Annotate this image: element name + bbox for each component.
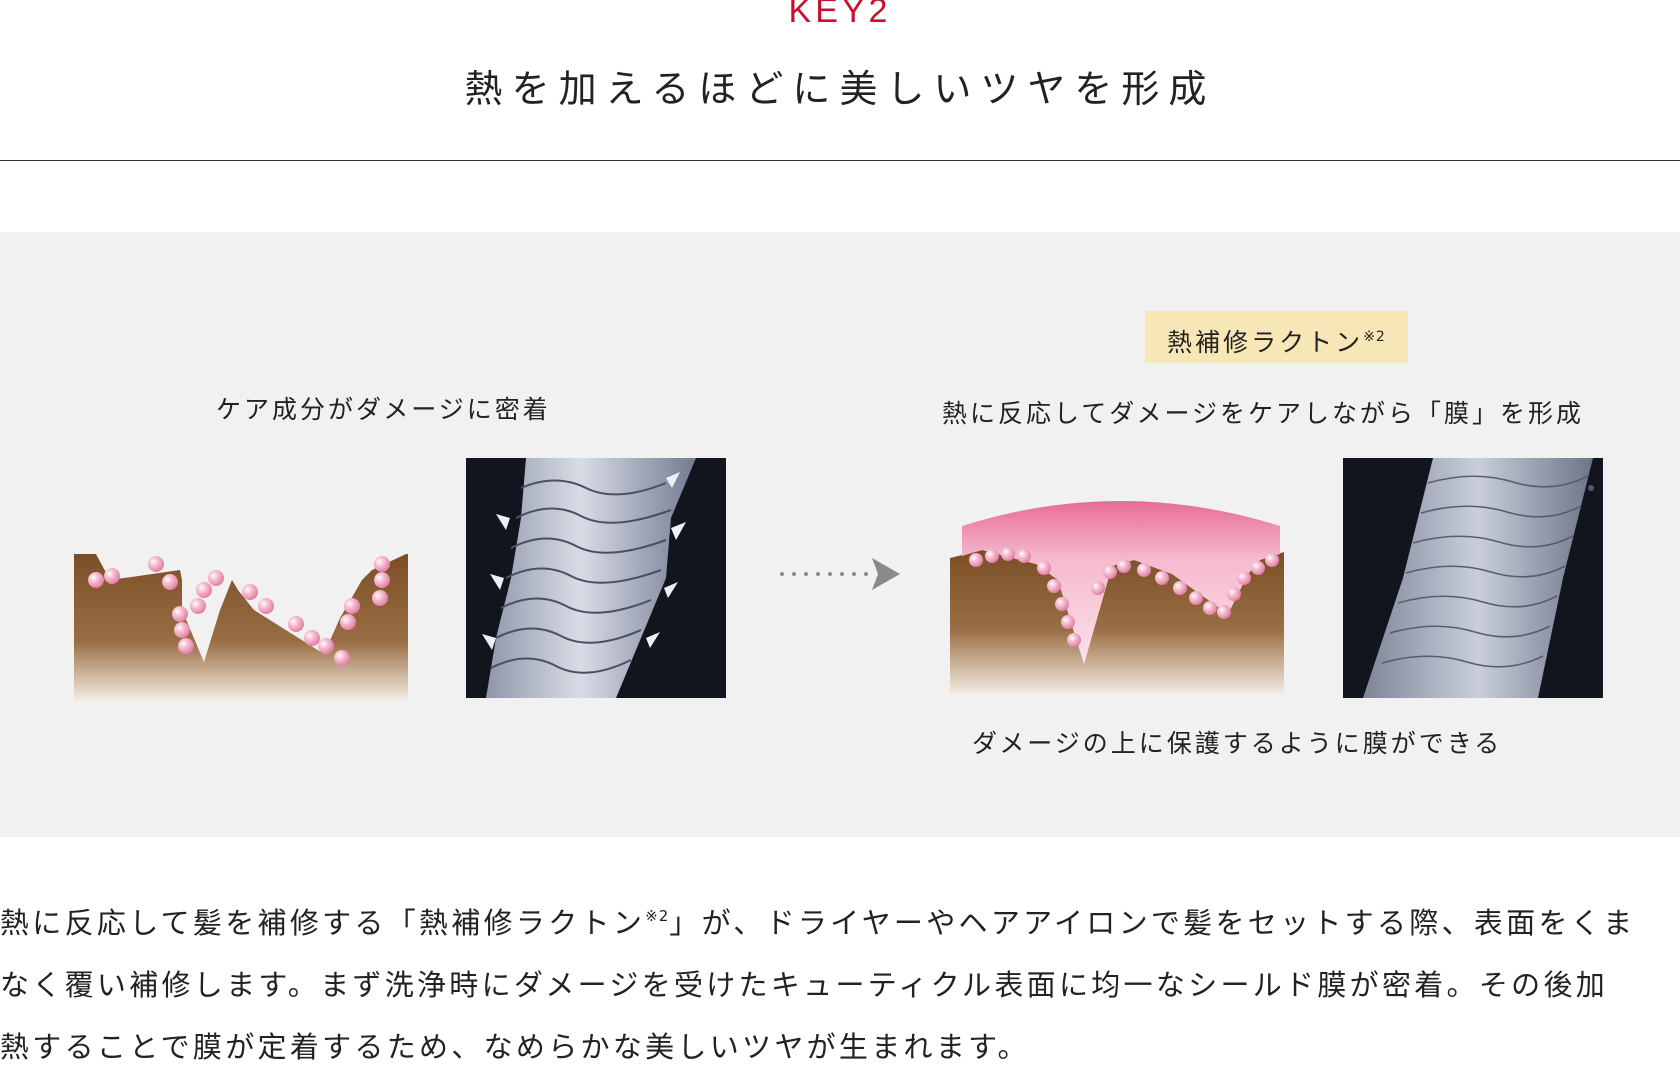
damaged-hair-photo <box>466 458 726 698</box>
body-line-2: なく覆い補修します。まず洗浄時にダメージを受けたキューティクル表面に均一なシール… <box>0 968 1609 1002</box>
protective-film-illustration <box>950 501 1284 694</box>
comparison-panel: ケア成分がダメージに密着 <box>0 232 1680 837</box>
right-caption: 熱に反応してダメージをケアしながら「膜」を形成 <box>942 399 1585 428</box>
key-label: KEY2 <box>788 0 892 30</box>
bottom-caption: ダメージの上に保護するように膜ができる <box>972 729 1503 758</box>
dotted-arrow-right-icon <box>780 558 900 590</box>
badge-label: 熱補修ラクトン <box>1167 328 1364 357</box>
left-caption: ケア成分がダメージに密着 <box>216 395 551 424</box>
badge-note: ※2 <box>1363 329 1386 345</box>
body-description: 熱に反応して髪を補修する「熱補修ラクトン※2」が、ドライヤーやヘアアイロンで髪を… <box>0 885 1680 1078</box>
repaired-hair-photo <box>1343 458 1603 698</box>
page-headline: 熱を加えるほどに美しいツヤを形成 <box>464 67 1216 111</box>
body-line-3: 熱することで膜が定着するため、なめらかな美しいツヤが生まれます。 <box>0 1030 1030 1064</box>
body-line-1-start: 熱に反応して髪を補修する「熱補修ラクトン <box>0 906 646 940</box>
body-line-1: 熱に反応して髪を補修する「熱補修ラクトン※2」が、ドライヤーやヘアアイロンで髪を… <box>0 885 1680 954</box>
damaged-cuticle-illustration <box>74 554 408 700</box>
body-line-1-note: ※2 <box>645 907 670 925</box>
section-divider <box>0 160 1680 161</box>
body-line-1-end: 」が、ドライヤーやヘアアイロンで髪をセットする際、表面をくま <box>669 906 1636 940</box>
heat-repair-lactone-badge: 熱補修ラクトン※2 <box>1145 311 1408 363</box>
